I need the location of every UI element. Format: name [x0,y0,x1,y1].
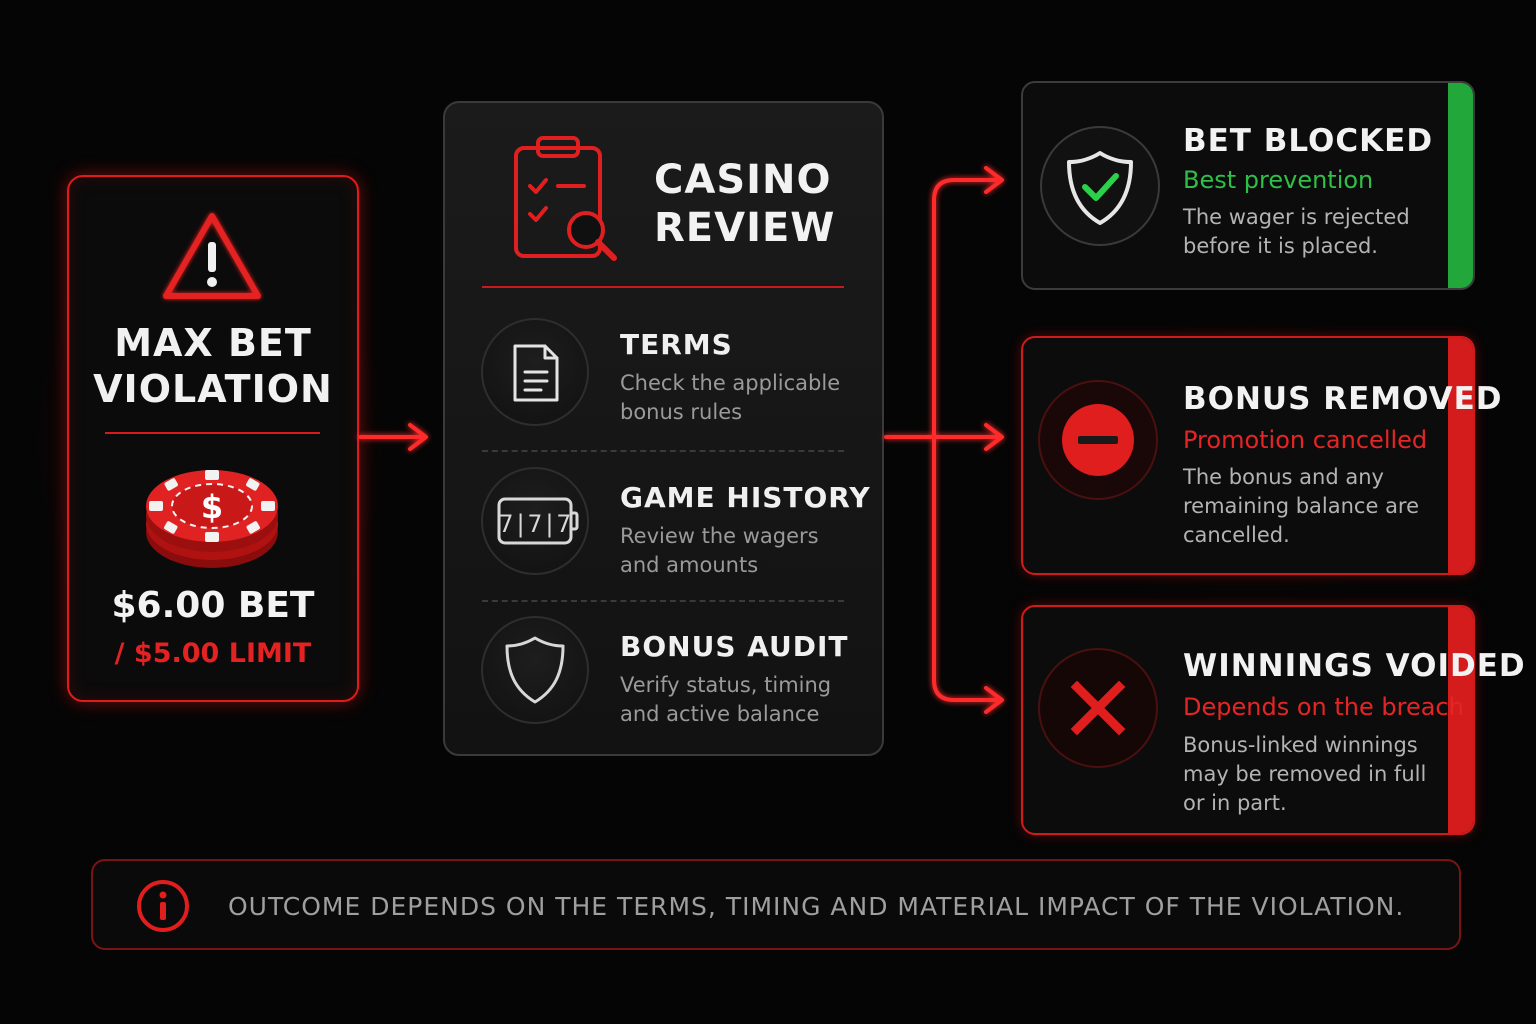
violation-divider [105,432,320,434]
outcome-winnings-voided-desc-line2: may be removed in full [1183,762,1427,786]
step-bonus-audit-desc-line2: and active balance [620,702,820,726]
terms-icon-circle [481,318,589,426]
outcome-winnings-voided-desc-line3: or in part. [1183,791,1287,815]
minus-circle-icon [1038,380,1158,500]
footer-text: OUTCOME DEPENDS ON THE TERMS, TIMING AND… [228,892,1405,921]
clipboard-search-icon [514,136,617,261]
step-terms-desc-line2: bonus rules [620,400,743,424]
step-game-history-title: GAME HISTORY [620,481,871,514]
step-bonus-audit-title: BONUS AUDIT [620,630,849,663]
outcome-winnings-voided-desc-line1: Bonus-linked winnings [1183,733,1418,757]
review-title-line1: CASINO [654,157,832,203]
violation-title-line2: VIOLATION [93,367,333,411]
document-icon [513,344,559,402]
game-history-icon-circle: 7|7|7 [481,467,589,575]
outcome-bonus-removed-desc-line3: cancelled. [1183,523,1290,547]
outcome-bet-blocked-desc-line2: before it is placed. [1183,234,1378,258]
outcome-winnings-voided-subtitle: Depends on the breach [1183,693,1464,721]
step-divider [482,450,844,452]
slot-digits: 7|7|7 [499,510,571,538]
outcome-bonus-removed-desc-line2: remaining balance are [1183,494,1420,518]
outcome-bonus-removed-desc-line1: The bonus and any [1183,465,1384,489]
step-game-history-desc-line1: Review the wagers [620,524,819,548]
chip-symbol: $ [201,488,223,526]
outcome-accent-bar [1448,338,1473,573]
shield-check-icon [1040,126,1160,246]
bonus-audit-icon-circle [481,616,589,724]
shield-icon [505,636,565,704]
bet-amount: $6.00 BET [111,585,315,626]
slot-machine-icon: 7|7|7 [497,497,579,545]
outcome-bet-blocked-title: BET BLOCKED [1183,123,1434,159]
info-icon [137,880,189,932]
review-divider [482,286,844,288]
step-terms-desc-line1: Check the applicable [620,371,841,395]
warning-icon [163,213,261,299]
outcome-winnings-voided-title: WINNINGS VOIDED [1183,648,1526,684]
outcome-bonus-removed-subtitle: Promotion cancelled [1183,426,1428,454]
casino-chip-icon: $ [146,470,278,568]
step-bonus-audit-desc-line1: Verify status, timing [620,673,832,697]
review-title-line2: REVIEW [654,205,836,251]
x-mark-icon [1038,648,1158,768]
step-game-history-desc-line2: and amounts [620,553,759,577]
outcome-bet-blocked-desc-line1: The wager is rejected [1183,205,1410,229]
outcome-bonus-removed-title: BONUS REMOVED [1183,381,1503,417]
footer-note [91,859,1461,950]
step-divider [482,600,844,602]
bet-limit: / $5.00 LIMIT [114,638,312,669]
outcome-accent-bar [1448,83,1473,288]
step-terms-title: TERMS [620,328,733,361]
violation-title-line1: MAX BET [114,321,312,365]
outcome-bet-blocked-subtitle: Best prevention [1183,166,1374,194]
outcome-accent-bar [1448,607,1473,833]
